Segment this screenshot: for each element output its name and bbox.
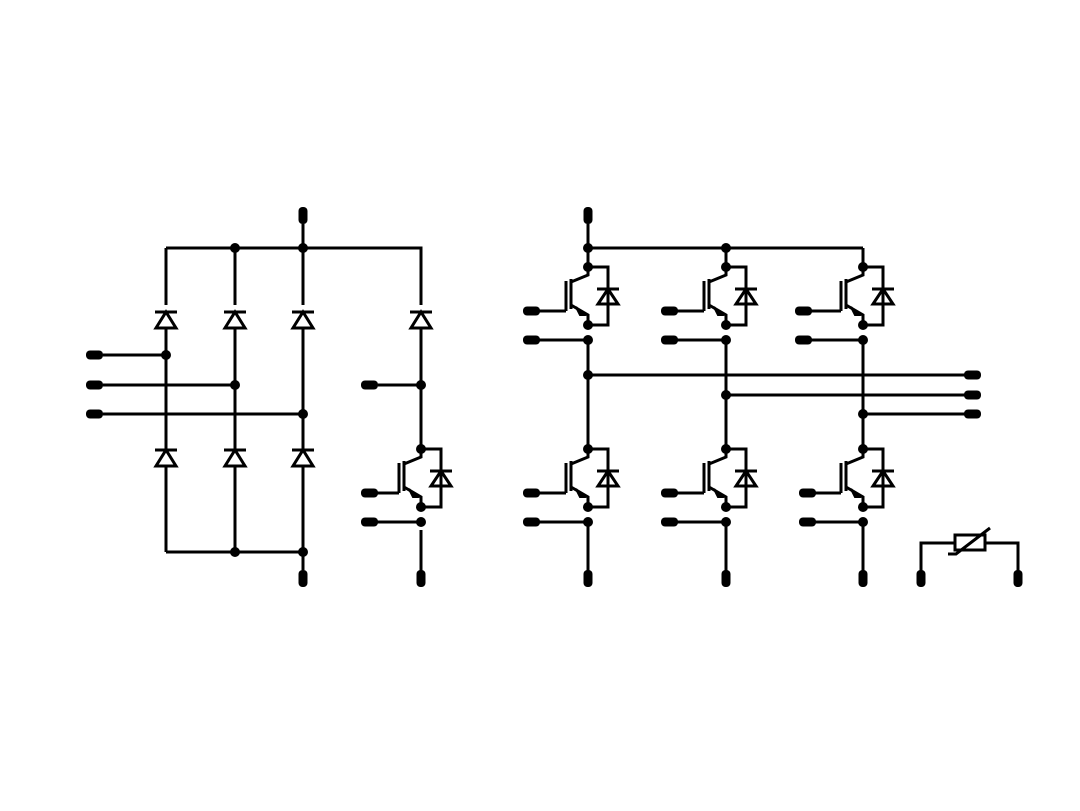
junction-dot-icon [721, 320, 731, 330]
terminal-pin-icon [523, 335, 540, 345]
terminal-pin-icon [964, 370, 981, 380]
junction-dot-icon [416, 517, 426, 527]
junction-dot-icon [858, 517, 868, 527]
terminal-pin-icon [298, 570, 308, 587]
terminal-pin-icon [661, 335, 678, 345]
igbt-icon [538, 265, 621, 327]
terminal-pin-icon [86, 380, 103, 390]
diode-icon [408, 309, 434, 330]
junction-dot-icon [721, 243, 731, 253]
junction-dot-icon [858, 262, 868, 272]
igbt-icon [376, 447, 454, 509]
terminal-pin-icon [799, 517, 816, 527]
junction-dot-icon [583, 517, 593, 527]
junction-dot-icon [298, 243, 308, 253]
igbt-icon [814, 447, 896, 509]
junction-dot-icon [230, 547, 240, 557]
junction-dot-icon [583, 262, 593, 272]
junction-dot-icon [583, 320, 593, 330]
junction-dot-icon [721, 444, 731, 454]
junction-dot-icon [721, 262, 731, 272]
junction-dot-icon [721, 335, 731, 345]
junction-dot-icon [721, 517, 731, 527]
terminal-pin-icon [795, 306, 812, 316]
junction-dot-icon [583, 502, 593, 512]
terminal-pin-icon [298, 207, 308, 224]
diode-icon [222, 309, 248, 330]
terminal-pin-icon [795, 335, 812, 345]
dc-plus-bus [166, 246, 423, 305]
terminal-pin-icon [86, 350, 103, 360]
terminal-pin-icon [86, 409, 103, 419]
terminal-pin-icon [416, 570, 426, 587]
thermistor-icon [919, 526, 1020, 572]
junction-dot-icon [583, 335, 593, 345]
terminal-pin-icon [661, 488, 678, 498]
terminal-pin-icon [964, 409, 981, 419]
igbt-icon [676, 447, 759, 509]
junction-dot-icon [721, 390, 731, 400]
terminal-pin-icon [1013, 570, 1023, 587]
junction-dot-icon [298, 409, 308, 419]
junction-dot-icon [416, 502, 426, 512]
terminal-pin-icon [361, 517, 378, 527]
terminal-pin-icon [964, 390, 981, 400]
junction-dot-icon [583, 370, 593, 380]
diode-icon [153, 447, 179, 468]
junctions [161, 243, 868, 557]
junction-dot-icon [858, 502, 868, 512]
junction-dot-icon [858, 409, 868, 419]
terminal-pin-icon [858, 570, 868, 587]
terminal-pin-icon [523, 488, 540, 498]
junction-dot-icon [583, 243, 593, 253]
terminals [86, 207, 1023, 587]
wires [103, 224, 966, 572]
terminal-pin-icon [361, 488, 378, 498]
junction-dot-icon [721, 502, 731, 512]
junction-dot-icon [858, 444, 868, 454]
junction-dot-icon [858, 320, 868, 330]
terminal-pin-icon [523, 517, 540, 527]
junction-dot-icon [583, 444, 593, 454]
igbt-icon [810, 265, 896, 327]
junction-dot-icon [416, 380, 426, 390]
diode-icon [290, 447, 316, 468]
igbt-icon [538, 447, 621, 509]
terminal-pin-icon [583, 207, 593, 224]
terminal-pin-icon [661, 306, 678, 316]
terminal-pin-icon [583, 570, 593, 587]
junction-dot-icon [230, 380, 240, 390]
terminal-pin-icon [721, 570, 731, 587]
terminal-pin-icon [523, 306, 540, 316]
diode-icon [153, 309, 179, 330]
junction-dot-icon [298, 547, 308, 557]
terminal-pin-icon [799, 488, 816, 498]
diode-icon [290, 309, 316, 330]
junction-dot-icon [858, 335, 868, 345]
terminal-pin-icon [916, 570, 926, 587]
junction-dot-icon [230, 243, 240, 253]
junction-dot-icon [416, 444, 426, 454]
junction-dot-icon [161, 350, 171, 360]
terminal-pin-icon [661, 517, 678, 527]
diode-icon [222, 447, 248, 468]
igbt-icon [676, 265, 759, 327]
terminal-pin-icon [361, 380, 378, 390]
